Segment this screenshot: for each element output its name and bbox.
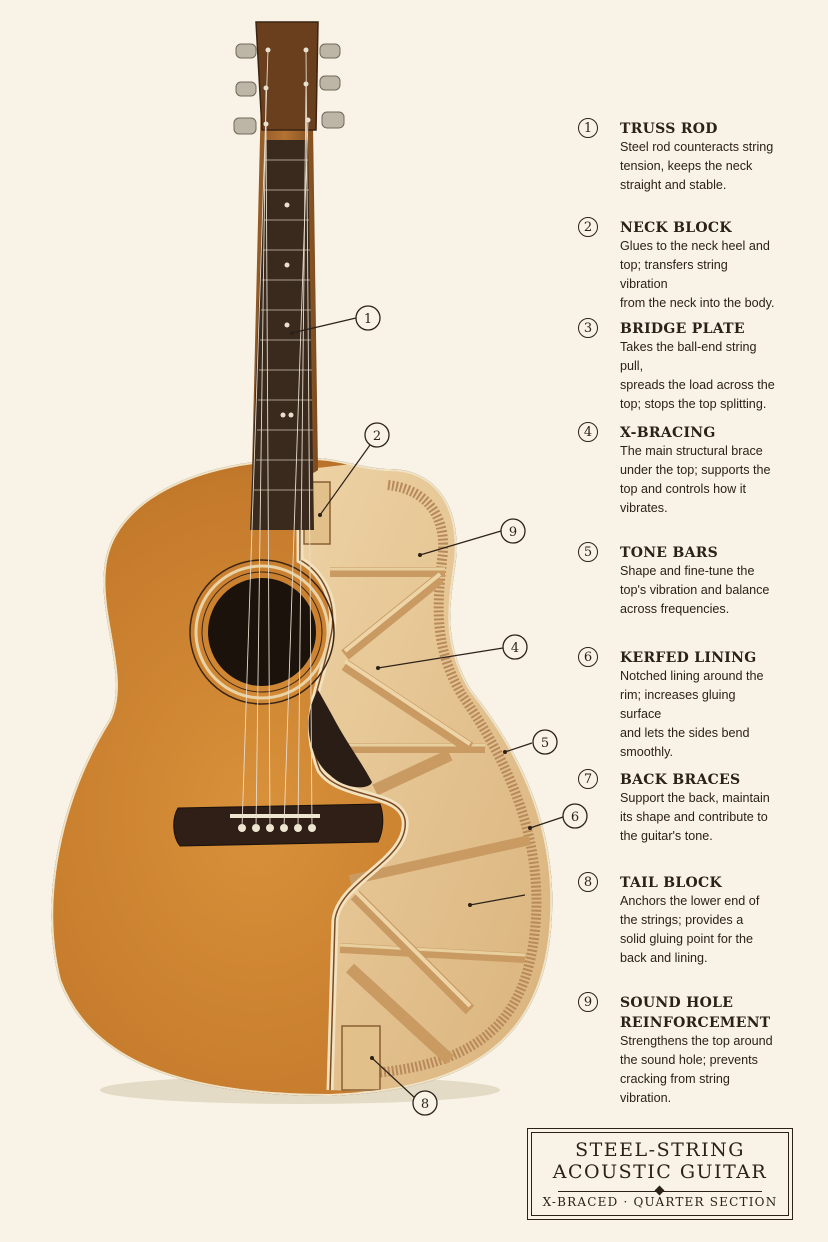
- kerfed-lining: [344, 480, 542, 1080]
- headstock: [255, 21, 319, 131]
- title-line-1: STEEL-STRING: [575, 1139, 745, 1161]
- callout-label: 9: [509, 525, 517, 540]
- callout-circle-4: [502, 634, 528, 660]
- tail-block: [341, 1025, 381, 1091]
- x-braces: [341, 573, 475, 1065]
- legend-number: 6: [578, 647, 598, 667]
- strings: [241, 49, 313, 829]
- leader-lines: [291, 317, 564, 1099]
- title-line-2: ACOUSTIC GUITAR: [552, 1161, 768, 1183]
- tuners: [233, 43, 345, 135]
- legend-number: 4: [578, 422, 598, 442]
- callout-circle-1: [355, 305, 381, 331]
- callout-circle-9: [500, 518, 526, 544]
- legend-number: 1: [578, 118, 598, 138]
- legend-title: BRIDGE PLATE: [620, 321, 745, 337]
- fretboard: [250, 140, 314, 530]
- title-box: STEEL-STRING ACOUSTIC GUITAR X-BRACED · …: [527, 1128, 793, 1220]
- legend-number: 5: [578, 542, 598, 562]
- callout-markers: [355, 305, 588, 1116]
- legend-number: 3: [578, 318, 598, 338]
- legend-number: 7: [578, 769, 598, 789]
- rosette-mid: [194, 564, 330, 700]
- x-brace-highlights: [343, 572, 472, 1008]
- rosette-outer: [189, 559, 335, 705]
- pickguard: [308, 690, 372, 788]
- callout-label: 6: [571, 810, 579, 825]
- fret-markers: [280, 202, 294, 418]
- callout-circle-5: [532, 729, 558, 755]
- callout-label: 4: [511, 641, 519, 656]
- legend-title: X-BRACING: [620, 425, 716, 441]
- legend-title: TONE BARS: [620, 545, 719, 561]
- legend-number: 9: [578, 992, 598, 1012]
- bridge: [173, 803, 384, 847]
- callout-label: 5: [541, 736, 549, 751]
- legend-title: TAIL BLOCK: [620, 875, 722, 891]
- title-subtitle: X-BRACED · QUARTER SECTION: [542, 1195, 778, 1209]
- saddle: [230, 814, 320, 818]
- legend-number: 2: [578, 217, 598, 237]
- callout-circle-8: [412, 1090, 438, 1116]
- callout-label: 1: [364, 312, 372, 327]
- binding: [51, 458, 553, 1097]
- leader-dots: [290, 331, 532, 1060]
- callout-labels: 1 2 9 4 5 6 8: [364, 312, 579, 1112]
- sound-hole: [208, 578, 316, 686]
- callout-circle-2: [364, 422, 390, 448]
- rosette-inner: [201, 571, 323, 693]
- legend-number: 8: [578, 872, 598, 892]
- callout-circle-6: [562, 803, 588, 829]
- legend-title: BACK BRACES: [620, 772, 741, 788]
- legend-desc: Takes the ball-end string pull,spreads t…: [620, 340, 775, 411]
- legend-title: KERFED LINING: [620, 650, 757, 666]
- legend-title: NECK BLOCK: [620, 220, 732, 236]
- callout-label: 8: [421, 1097, 429, 1112]
- callout-label: 2: [373, 429, 381, 444]
- legend-title: TRUSS ROD: [620, 121, 718, 137]
- divider-diamond-icon: [654, 1185, 665, 1196]
